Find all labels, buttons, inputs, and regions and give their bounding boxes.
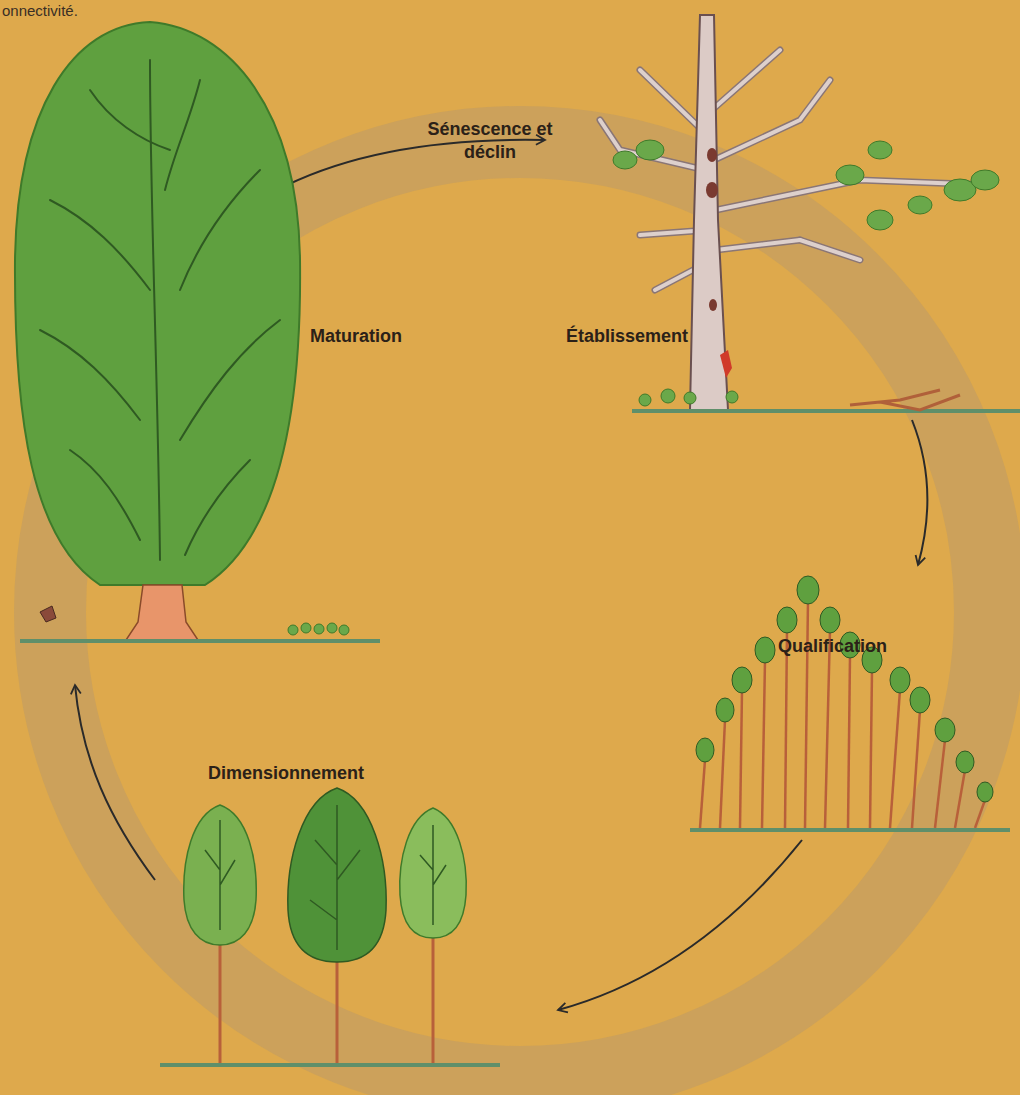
- senescent-tree: [600, 15, 1020, 411]
- pole-trees: [160, 788, 500, 1065]
- stage-label: Qualification: [778, 635, 887, 658]
- stage-label: Établissement: [566, 325, 688, 348]
- young-thicket: [690, 576, 1010, 830]
- caption-fragment: onnectivité.: [2, 2, 78, 21]
- stage-label: Dimensionnement: [208, 762, 364, 785]
- stage-label: Sénescence et déclin: [420, 118, 560, 163]
- stage-label: Maturation: [310, 325, 402, 348]
